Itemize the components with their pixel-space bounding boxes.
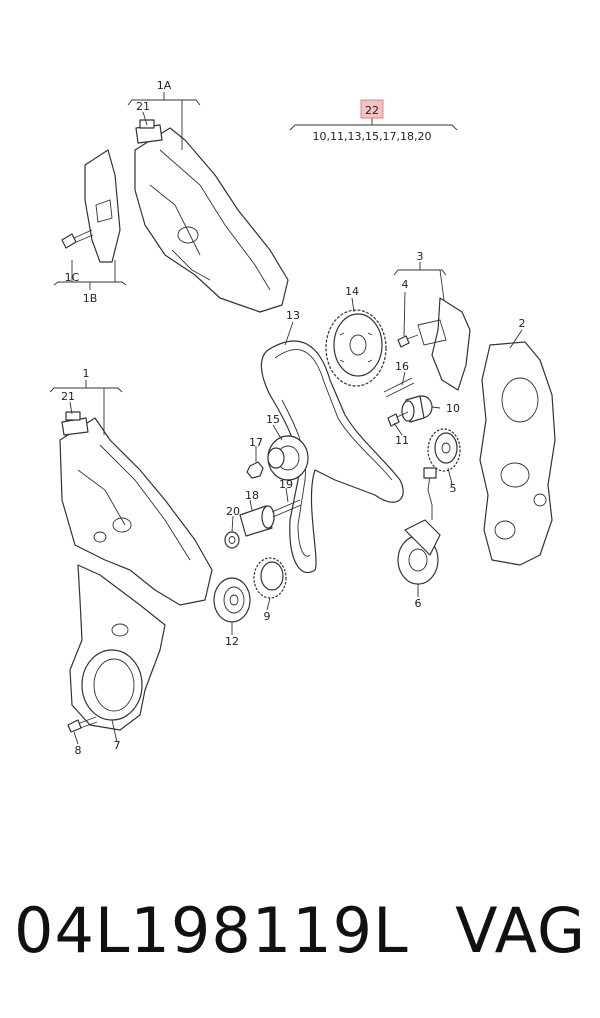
callout-7: 7 xyxy=(114,739,121,752)
callout-21-upper: 21 xyxy=(136,100,150,113)
crankshaft-sprocket xyxy=(253,557,287,599)
bolt-19 xyxy=(271,499,302,518)
brand-label: VAG xyxy=(455,893,586,967)
callout-2: 2 xyxy=(519,317,526,330)
bracket-3 xyxy=(393,262,447,301)
upper-timing-cover xyxy=(134,127,289,313)
bolt-8 xyxy=(67,716,98,733)
bracket-1 xyxy=(49,380,123,435)
callout-1A: 1A xyxy=(157,79,172,92)
timing-belt xyxy=(260,340,404,574)
callout-6: 6 xyxy=(415,597,422,610)
sensor-unit-6 xyxy=(397,467,441,585)
callout-9: 9 xyxy=(264,610,271,623)
callout-1: 1 xyxy=(83,367,90,380)
callout-15: 15 xyxy=(266,413,280,426)
pump-sprocket xyxy=(427,428,461,472)
callout-3: 3 xyxy=(417,250,424,263)
bolt-1C xyxy=(61,229,94,249)
callout-1B: 1B xyxy=(83,292,98,305)
bracket-1A xyxy=(127,92,201,150)
callout-17: 17 xyxy=(249,436,263,449)
engine-bracket xyxy=(479,341,556,566)
callout-11: 11 xyxy=(395,434,409,447)
inner-cover-7 xyxy=(69,564,166,731)
tensioner-15 xyxy=(267,435,309,481)
part-footer: 04L198119L VAG xyxy=(0,870,600,990)
spacer-18 xyxy=(239,505,275,537)
bracket-1B xyxy=(53,260,127,290)
bolt-4 xyxy=(397,334,419,348)
washer-20 xyxy=(224,531,240,549)
highlight-box-22 xyxy=(360,99,384,119)
callout-12: 12 xyxy=(225,635,239,648)
callout-14: 14 xyxy=(345,285,359,298)
pulley-12 xyxy=(213,577,251,623)
callout-8: 8 xyxy=(75,744,82,757)
rear-cover-plate xyxy=(417,297,471,391)
callout-18: 18 xyxy=(245,489,259,502)
stud-16 xyxy=(383,377,415,398)
lower-timing-cover xyxy=(59,417,213,606)
callout-21-lower: 21 xyxy=(61,390,75,403)
callout-4: 4 xyxy=(402,278,409,291)
bolt-11 xyxy=(387,411,409,427)
clip-21-upper xyxy=(135,119,163,144)
callout-19: 19 xyxy=(279,478,293,491)
callout-20: 20 xyxy=(226,505,240,518)
nut-17 xyxy=(246,461,264,479)
part-number: 04L198119L xyxy=(14,893,409,967)
callout-22: 22 xyxy=(365,104,379,117)
clip-21-lower xyxy=(61,411,89,436)
leader-lines xyxy=(69,111,523,745)
guide-roller-10 xyxy=(401,395,433,423)
callout-10: 10 xyxy=(446,402,460,415)
callout-13: 13 xyxy=(286,309,300,322)
cover-seal-strip xyxy=(84,149,121,263)
callout-5: 5 xyxy=(450,482,457,495)
callout-22-list: 10,11,13,15,17,18,20 xyxy=(313,130,432,143)
bracket-22 xyxy=(289,118,458,131)
callout-16: 16 xyxy=(395,360,409,373)
callout-1C: 1C xyxy=(65,271,80,284)
camshaft-sprocket xyxy=(325,309,387,387)
timing-belt-exploded-diagram: 1A 21 1C 1B 22 10,11,13,15,17,18,20 3 4 … xyxy=(49,79,556,757)
